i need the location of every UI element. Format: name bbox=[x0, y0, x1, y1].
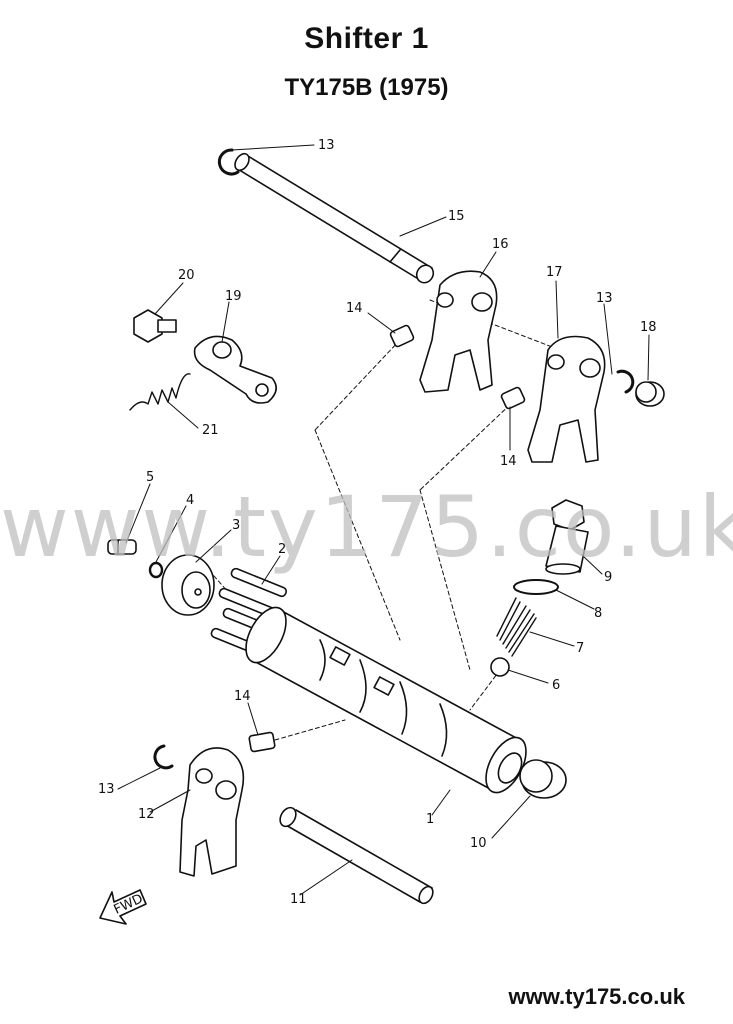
shift-fork-12 bbox=[179, 747, 245, 877]
callout: 8 bbox=[594, 606, 602, 621]
callout: 14 bbox=[500, 454, 517, 469]
callout: 16 bbox=[492, 237, 509, 252]
fwd-label: FWD bbox=[112, 891, 146, 917]
stopper-lever-19 bbox=[193, 335, 277, 404]
guide-pin-14-b bbox=[500, 386, 526, 410]
shift-drum-1 bbox=[245, 606, 527, 794]
plug-9 bbox=[545, 499, 589, 575]
callout: 7 bbox=[576, 641, 584, 656]
callout: 20 bbox=[178, 268, 195, 283]
bolt-20 bbox=[133, 309, 177, 343]
callout: 13 bbox=[318, 138, 335, 153]
washer-4 bbox=[148, 561, 164, 579]
callout: 13 bbox=[98, 782, 115, 797]
page-subtitle: TY175B (1975) bbox=[284, 74, 449, 101]
shift-fork-shaft-15 bbox=[234, 152, 435, 284]
shift-fork-shaft-11 bbox=[279, 806, 434, 905]
callout: 13 bbox=[596, 291, 613, 306]
callout: 15 bbox=[448, 209, 465, 224]
callout: 18 bbox=[640, 320, 657, 335]
shift-fork-17 bbox=[527, 335, 606, 463]
callout: 4 bbox=[186, 493, 194, 508]
circlip-13-top bbox=[217, 148, 240, 176]
callout: 9 bbox=[604, 570, 612, 585]
callout: 14 bbox=[346, 301, 363, 316]
callout: 21 bbox=[202, 423, 219, 438]
guide-pin-14-c bbox=[248, 731, 276, 753]
guide-pin-14-a bbox=[389, 324, 415, 348]
shift-fork-16 bbox=[419, 270, 498, 393]
callout: 11 bbox=[290, 892, 307, 907]
callout: 17 bbox=[546, 265, 563, 280]
plate-3 bbox=[161, 554, 215, 616]
footer-url: www.ty175.co.uk bbox=[508, 984, 685, 1009]
cap-18 bbox=[635, 381, 665, 407]
callout: 5 bbox=[146, 470, 154, 485]
washer-8 bbox=[513, 579, 559, 595]
callout: 12 bbox=[138, 807, 155, 822]
fwd-arrow-icon bbox=[99, 889, 147, 925]
callout: 19 bbox=[225, 289, 242, 304]
circlip-13-lower bbox=[153, 744, 174, 770]
cap-10 bbox=[519, 759, 567, 799]
callout: 2 bbox=[278, 542, 286, 557]
watermark-text: www.ty175.co.uk bbox=[0, 478, 733, 576]
spring-7 bbox=[496, 597, 537, 657]
callout-labels: 13 15 16 20 19 14 17 13 18 21 14 5 4 3 2… bbox=[98, 138, 657, 918]
callout: 6 bbox=[552, 678, 560, 693]
screw-5 bbox=[107, 539, 137, 555]
spring-21 bbox=[129, 373, 191, 411]
ball-6 bbox=[490, 657, 510, 677]
callout: 3 bbox=[232, 518, 240, 533]
callout: 1 bbox=[426, 812, 434, 827]
callout: 10 bbox=[470, 836, 487, 851]
circlip-13-right bbox=[616, 369, 635, 394]
callout: 14 bbox=[234, 689, 251, 704]
page-title: Shifter 1 bbox=[304, 22, 429, 55]
